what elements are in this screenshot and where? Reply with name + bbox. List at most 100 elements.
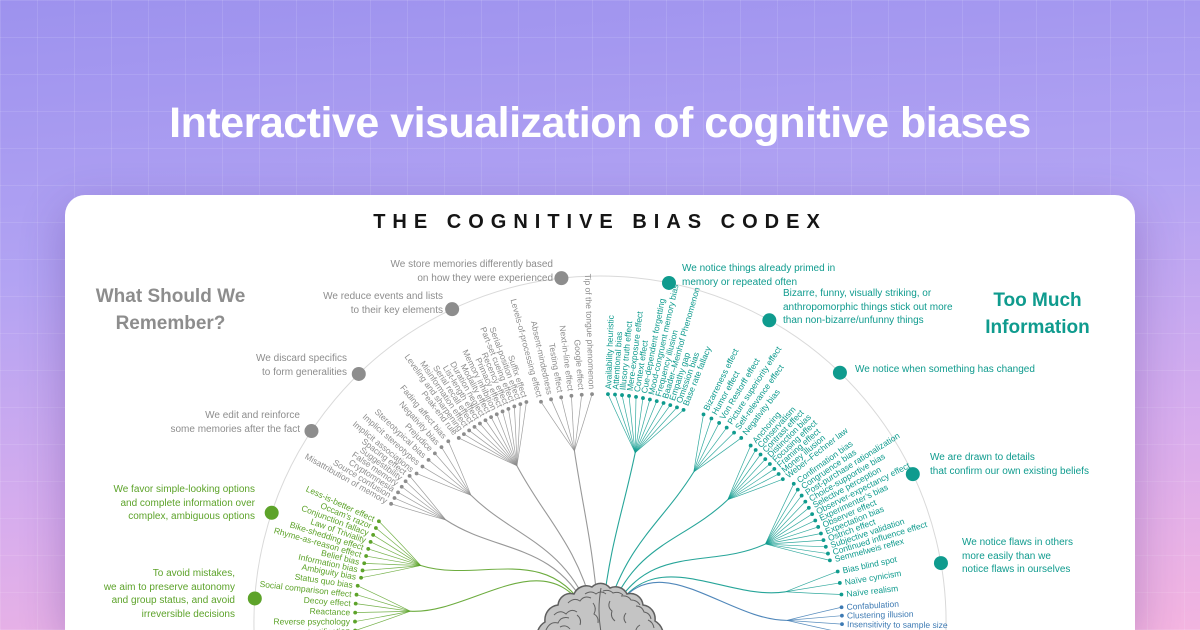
bias-label[interactable]: Insensitivity to sample size — [847, 619, 948, 630]
branch-curve — [785, 571, 838, 593]
branch-curve — [394, 497, 446, 521]
branch-curve — [434, 453, 472, 496]
branch-curve — [765, 501, 806, 545]
branch-curve — [634, 407, 678, 453]
category-description: We reduce events and lists to their key … — [323, 291, 443, 316]
branch-curve — [362, 565, 421, 571]
bias-dot — [763, 457, 768, 462]
bias-dot — [500, 409, 505, 414]
bias-dot — [354, 592, 359, 597]
bias-label[interactable]: Clustering illusion — [847, 609, 914, 621]
bias-dot — [446, 439, 451, 444]
category-dot[interactable] — [905, 467, 920, 482]
bias-dot — [374, 526, 378, 530]
bias-dot — [478, 421, 482, 426]
bias-dot — [392, 496, 397, 500]
branch-curve — [765, 495, 802, 545]
category-description: We edit and reinforce some memories afte… — [170, 410, 301, 435]
branch-curve — [786, 615, 842, 621]
category-dot[interactable] — [304, 424, 319, 439]
bias-dot — [803, 499, 808, 504]
branch-curve — [785, 582, 840, 593]
bias-dot — [524, 400, 529, 404]
branch-curve — [405, 481, 446, 521]
branch-curve — [693, 418, 712, 473]
bias-label[interactable]: Tip of the tongue phenomenon — [583, 274, 597, 390]
branch-curve — [727, 468, 775, 500]
branch-curve — [634, 396, 637, 453]
branch-curve — [356, 594, 411, 612]
bias-dot — [675, 405, 679, 410]
branch-curve — [516, 404, 521, 466]
branch-curve — [727, 463, 771, 500]
bias-dot — [661, 401, 666, 405]
branch-curve — [614, 394, 636, 453]
branch-curve — [727, 454, 761, 500]
category-dot[interactable] — [247, 591, 262, 606]
branch-curve — [502, 411, 518, 466]
bias-dot — [426, 457, 431, 462]
bias-dot — [634, 394, 638, 399]
branch-curve — [378, 520, 421, 566]
bias-dot — [717, 421, 722, 425]
branch-curve — [765, 489, 799, 545]
branch-curve — [765, 483, 795, 545]
branch-curve — [634, 399, 651, 453]
branch-stem — [614, 581, 787, 621]
bias-dot — [840, 613, 844, 618]
bias-dot — [816, 525, 821, 529]
branch-curve — [391, 503, 446, 521]
bias-label[interactable]: Attentional bias — [610, 331, 624, 390]
bias-label[interactable]: Confabulation — [846, 599, 899, 612]
category-description: We notice flaws in others more easily th… — [962, 537, 1073, 575]
branch-curve — [765, 543, 826, 548]
bias-label[interactable]: Google effect — [572, 339, 586, 391]
bias-dot — [364, 554, 369, 558]
category-dot[interactable] — [661, 275, 676, 290]
bias-dot — [647, 397, 652, 402]
branch-curve — [401, 486, 446, 521]
branch-curve — [693, 414, 704, 472]
bias-dot — [839, 605, 844, 610]
bias-label[interactable]: Neglect of probability — [847, 628, 927, 630]
branch-curve — [628, 395, 636, 453]
category-dot[interactable] — [933, 556, 948, 571]
branch-curve — [765, 533, 821, 545]
branch-curve — [786, 620, 832, 630]
bias-dot — [414, 471, 419, 476]
bias-dot — [837, 581, 842, 585]
branch-curve — [458, 437, 518, 467]
branch-curve — [765, 539, 824, 545]
bias-label[interactable]: Decoy effect — [303, 595, 351, 609]
branch-curve — [361, 565, 421, 579]
category-dot[interactable] — [762, 313, 777, 328]
bias-dot — [371, 533, 376, 537]
codex-card: THE COGNITIVE BIAS CODEX What Should We … — [65, 195, 1135, 630]
bias-label[interactable]: Reactance — [309, 606, 350, 618]
bias-dot — [840, 622, 844, 627]
category-description: We discard specifics to form generalitie… — [256, 353, 347, 378]
bias-dot — [396, 490, 400, 495]
category-dot[interactable] — [351, 366, 366, 381]
bias-label[interactable]: System justification — [277, 626, 350, 630]
category-dot[interactable] — [832, 365, 847, 380]
bias-dot — [739, 436, 744, 440]
branch-curve — [693, 427, 727, 473]
branch-curve — [485, 420, 518, 466]
category-dot[interactable] — [554, 271, 569, 286]
bias-label[interactable]: Reverse psychology — [273, 616, 350, 626]
branch-curve — [560, 397, 575, 451]
bias-label[interactable]: Availability heuristic — [603, 314, 616, 389]
branch-curve — [765, 543, 829, 554]
branch-curve — [621, 394, 636, 453]
bias-dot — [827, 558, 832, 563]
branch-curve — [634, 401, 658, 453]
category-dot[interactable] — [445, 302, 460, 317]
branch-curve — [765, 513, 813, 545]
bias-dot — [353, 601, 358, 606]
bias-dot — [641, 396, 645, 400]
bias-dot — [732, 430, 736, 435]
branch-curve — [574, 394, 583, 451]
category-dot[interactable] — [264, 505, 279, 520]
